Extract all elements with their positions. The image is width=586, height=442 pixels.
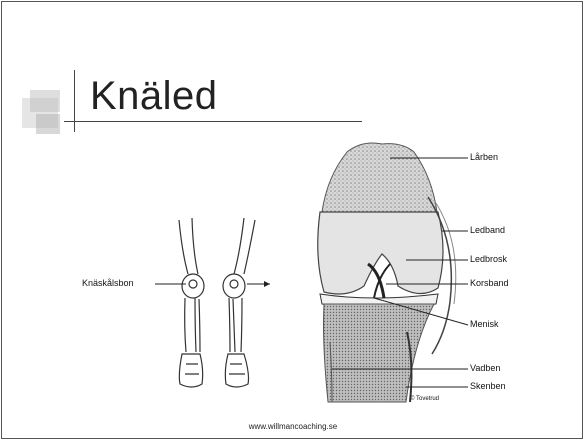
- label-cartilage: Ledbrosk: [470, 254, 507, 264]
- label-knee-cap: Knäskålsbon: [82, 278, 134, 288]
- label-ligament: Ledband: [470, 225, 505, 235]
- label-cruciate-ligament: Korsband: [470, 278, 509, 288]
- label-meniscus: Menisk: [470, 319, 499, 329]
- label-tibia: Skenben: [470, 381, 506, 391]
- label-femur: Lårben: [470, 152, 498, 162]
- footer-url: www.willmancoaching.se: [2, 422, 584, 431]
- copyright-text: © Tovetrud: [410, 396, 439, 402]
- label-fibula: Vadben: [470, 363, 500, 373]
